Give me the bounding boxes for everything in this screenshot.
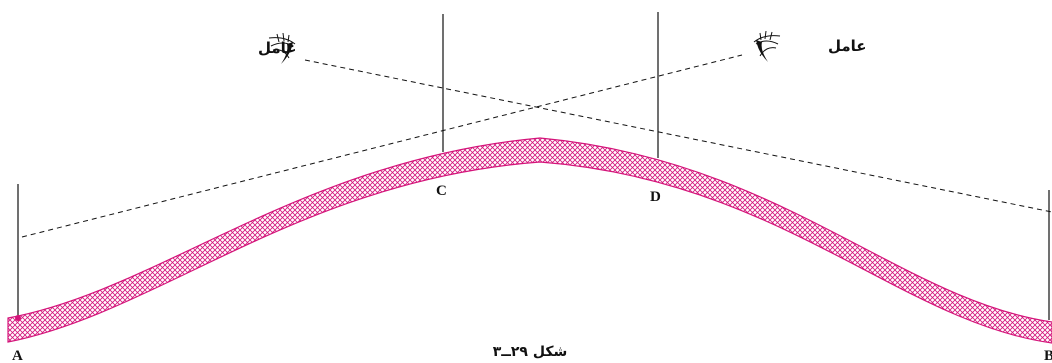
sight-line-left xyxy=(304,59,1052,213)
point-a-marker xyxy=(15,315,21,321)
point-label-d: D xyxy=(650,189,661,205)
point-label-a: A xyxy=(12,348,23,363)
worker-label-right: عامل xyxy=(828,37,867,55)
eye-icon xyxy=(268,32,296,64)
figure-caption: شکل ۲۹ــ۳ xyxy=(493,344,568,360)
point-label-c: C xyxy=(436,183,447,199)
worker-label-left: عامل xyxy=(258,39,297,57)
eye-icon xyxy=(753,30,781,62)
terrain-band xyxy=(7,137,1052,344)
point-label-b: B xyxy=(1044,348,1052,363)
sight-line-right xyxy=(21,54,743,238)
